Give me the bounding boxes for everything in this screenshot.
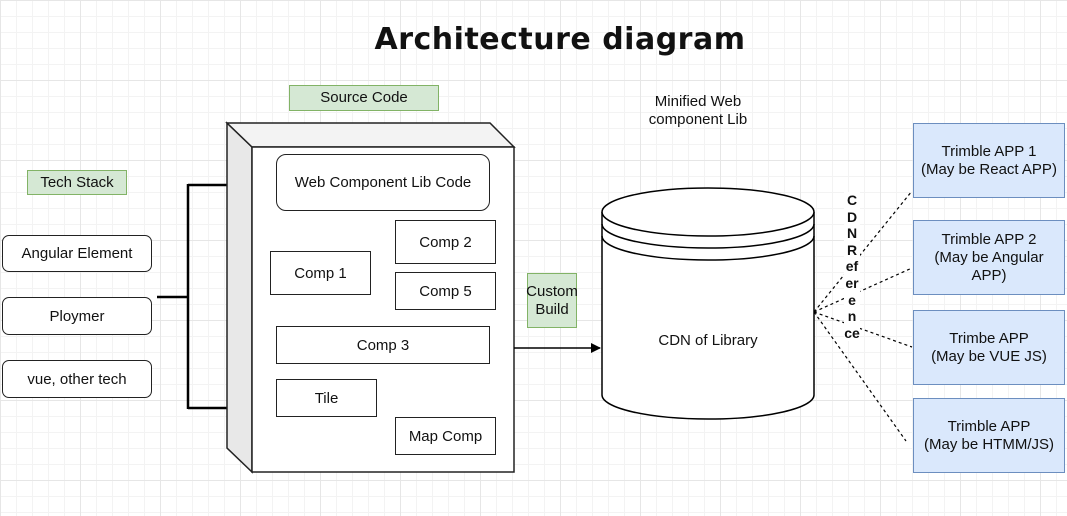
trimble-app-1-box: Trimble APP 1(May be React APP) (913, 123, 1065, 198)
cdn-library-label: CDN of Library (658, 332, 758, 349)
app-name: Trimble APP (947, 417, 1031, 435)
map-comp-box: Map Comp (395, 417, 496, 455)
page-title: Architecture diagram (374, 22, 746, 57)
trimble-app-html-box: Trimble APP(May be HTMM/JS) (913, 398, 1065, 473)
app-note: (May be Angular APP) (934, 248, 1044, 284)
app-name: Trimble APP 2 (941, 230, 1037, 248)
comp-3-box: Comp 3 (276, 326, 490, 364)
cdn-cylinder (601, 187, 815, 420)
trimble-app-2-box: Trimble APP 2(May be Angular APP) (913, 220, 1065, 295)
app-name: Trimbe APP (949, 329, 1029, 347)
tech-item-angular-element: Angular Element (2, 235, 152, 272)
comp-1-box: Comp 1 (270, 251, 371, 295)
tech-item-ploymer: Ploymer (2, 297, 152, 335)
minified-lib-label: Minified Web component Lib (648, 93, 748, 128)
tech-stack-label: Tech Stack (27, 170, 127, 195)
app-note: (May be VUE JS) (931, 347, 1047, 365)
app-name: Trimble APP 1 (941, 142, 1037, 160)
comp-2-box: Comp 2 (395, 220, 496, 264)
cdn-reference-lines (813, 190, 913, 442)
cdn-reference-label: CDN Reference (844, 192, 860, 342)
app-note: (May be HTMM/JS) (923, 435, 1054, 453)
custom-build-label: Custom Build (526, 273, 578, 328)
app-note: (May be React APP) (921, 160, 1057, 178)
source-code-label: Source Code (289, 85, 439, 111)
tile-box: Tile (276, 379, 377, 417)
tech-item-vue: vue, other tech (2, 360, 152, 398)
trimbe-app-vue-box: Trimbe APP(May be VUE JS) (913, 310, 1065, 385)
web-component-lib-code: Web Component Lib Code (276, 154, 490, 211)
comp-5-box: Comp 5 (395, 272, 496, 310)
